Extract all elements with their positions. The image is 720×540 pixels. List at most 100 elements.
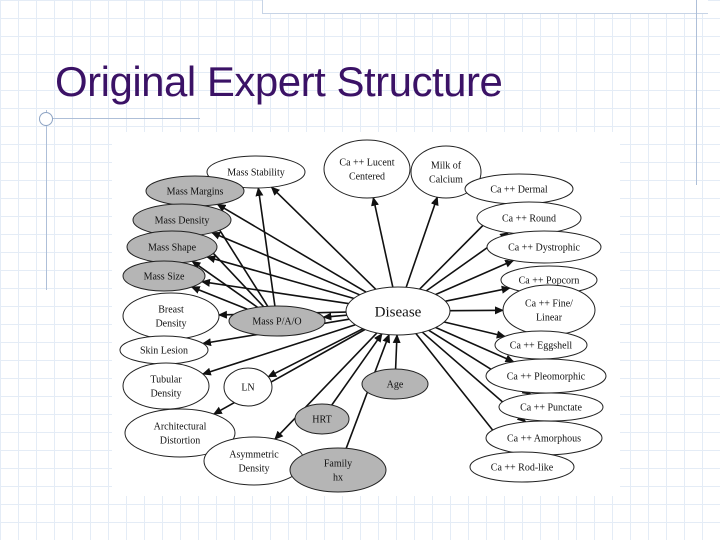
edge-center-to-ca-pleomorphic [435,326,515,363]
node-shape-hrt [294,403,350,435]
node-family-hx: Family hx [289,447,387,493]
edge-center-to-ca-popcorn [445,285,511,302]
node-label-ln: LN [241,383,254,394]
node-label-skin-lesion: Skin Lesion [140,346,188,357]
node-label-ca-rod-like: Ca ++ Rod-like [491,463,554,474]
edge-mass-pao-to-mass-stability [255,187,276,307]
node-shape-age [361,368,429,400]
node-ca-eggshell: Ca ++ Eggshell [494,330,588,360]
node-mass-size: Mass Size [122,260,206,292]
node-label-ca-popcorn: Ca ++ Popcorn [519,276,580,287]
node-label-milk-of-calcium: Calcium [429,175,463,186]
node-ca-dermal: Ca ++ Dermal [464,173,574,205]
node-mass-pao: Mass P/A/O [228,305,326,337]
edge-center-to-milk-of-calcium [405,196,439,288]
node-label-mass-shape: Mass Shape [148,243,197,254]
edge-center-to-tubular-density [201,324,356,376]
left-decor-line [46,110,47,290]
edge-center-to-ca-dystrophic [435,259,515,296]
edge-age-to-center [392,334,401,370]
node-label-tubular-density: Density [150,389,181,400]
slide-title: Original Expert Structure [55,58,503,105]
node-label-tubular-density: Tubular [150,375,182,386]
edge-center-to-ln [267,327,364,378]
edge-center-to-ca-lucent-centered [371,196,394,288]
node-label-mass-stability: Mass Stability [227,168,285,179]
top-decor-bar [262,0,708,14]
node-label-ca-lucent-centered: Ca ++ Lucent [339,158,394,169]
node-label-center: Disease [375,304,422,320]
node-shape-ca-fine-linear [502,284,596,336]
edge-center-to-mass-pao [322,312,347,321]
edge-hrt-to-center [331,332,383,406]
node-label-ca-fine-linear: Ca ++ Fine/ [525,299,573,310]
node-shape-mass-stability [206,155,306,189]
node-shape-architectural-distortion [124,408,236,458]
node-shape-milk-of-calcium [410,145,482,199]
node-mass-shape: Mass Shape [126,230,218,264]
node-label-family-hx: hx [333,473,343,484]
node-mass-margins: Mass Margins [145,175,245,207]
node-ca-amorphous: Ca ++ Amorphous [485,420,603,456]
node-label-ca-fine-linear: Linear [536,313,563,324]
node-shape-ca-dystrophic [486,230,602,264]
edge-center-to-mass-margins [216,203,367,293]
node-shape-breast-density [122,292,220,340]
node-milk-of-calcium: Milk of Calcium [410,145,482,199]
node-label-ca-amorphous: Ca ++ Amorphous [507,434,581,445]
node-label-ca-dystrophic: Ca ++ Dystrophic [508,243,580,254]
node-label-mass-margins: Mass Margins [167,187,224,198]
node-label-ca-eggshell: Ca ++ Eggshell [510,341,573,352]
node-label-mass-pao: Mass P/A/O [252,317,301,328]
node-skin-lesion: Skin Lesion [119,335,209,365]
node-label-ca-round: Ca ++ Round [502,214,556,225]
node-shape-center [345,286,451,336]
node-label-age: Age [387,380,404,391]
node-label-architectural-distortion: Distortion [160,436,201,447]
edge-center-to-asymmetric-density [274,332,378,440]
node-label-family-hx: Family [324,459,352,470]
node-label-architectural-distortion: Architectural [154,422,207,433]
title-underline [40,118,200,119]
node-label-ca-punctate: Ca ++ Punctate [520,403,582,414]
node-shape-ca-lucent-centered [323,139,411,199]
node-label-ca-dermal: Ca ++ Dermal [490,185,548,196]
node-shape-tubular-density [122,362,210,410]
node-ca-rod-like: Ca ++ Rod-like [469,451,575,483]
node-ca-punctate: Ca ++ Punctate [498,392,604,422]
edge-center-to-mass-shape [206,255,354,300]
node-shape-asymmetric-density [203,436,305,486]
node-label-hrt: HRT [312,415,331,426]
node-mass-stability: Mass Stability [206,155,306,189]
edge-center-to-mass-density [211,231,360,296]
node-ca-dystrophic: Ca ++ Dystrophic [486,230,602,264]
node-label-ca-pleomorphic: Ca ++ Pleomorphic [507,372,586,383]
node-label-asymmetric-density: Density [238,464,269,475]
node-shape-mass-size [122,260,206,292]
node-label-breast-density: Breast [158,305,184,316]
node-shape-family-hx [289,447,387,493]
node-hrt: HRT [294,403,350,435]
edge-mass-pao-to-mass-size [190,286,248,310]
node-shape-mass-pao [228,305,326,337]
node-ca-pleomorphic: Ca ++ Pleomorphic [485,358,607,394]
node-label-milk-of-calcium: Milk of [431,161,462,172]
node-shape-ln [223,367,273,407]
right-decor-line [696,0,697,185]
node-ca-fine-linear: Ca ++ Fine/Linear [502,284,596,336]
node-label-ca-lucent-centered: Centered [349,172,385,183]
node-label-asymmetric-density: Asymmetric [229,450,279,461]
node-shape-ca-rod-like [469,451,575,483]
edge-center-to-mass-stability [270,186,377,290]
node-ca-round: Ca ++ Round [476,201,582,235]
node-age: Age [361,368,429,400]
edge-center-to-ca-eggshell [444,321,506,339]
edge-mass-pao-to-mass-shape [191,260,258,308]
node-label-mass-size: Mass Size [144,272,185,283]
